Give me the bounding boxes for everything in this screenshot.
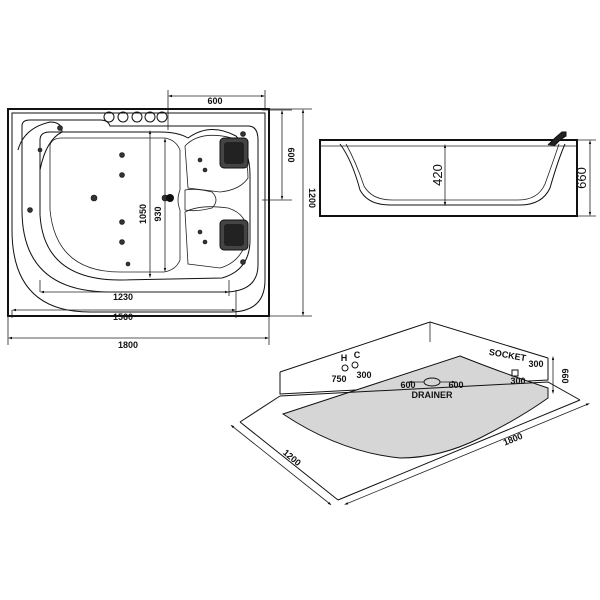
dim-1800-install: 1800 xyxy=(502,431,524,448)
dim-1560: 1560 xyxy=(113,312,133,322)
faucet-4-icon xyxy=(144,111,156,123)
drainer-label: DRAINER xyxy=(411,390,453,400)
socket-icon xyxy=(511,369,519,377)
dim-600-a: 600 xyxy=(400,380,415,390)
faucet-icon xyxy=(547,131,567,147)
dim-1050: 1050 xyxy=(138,204,148,224)
dim-1200-right: 1200 xyxy=(307,188,317,208)
jets xyxy=(27,125,246,267)
jet-icon xyxy=(27,207,33,213)
dim-660-install: 660 xyxy=(560,368,570,383)
dim-600-b: 600 xyxy=(448,380,463,390)
cold-label: C xyxy=(354,350,361,360)
faucet-2-icon xyxy=(117,111,129,123)
jet-icon xyxy=(197,157,203,163)
tub-shell-outline xyxy=(11,112,266,313)
jet-icon xyxy=(240,259,246,265)
center-armrest xyxy=(184,188,217,212)
dim-420: 420 xyxy=(430,164,445,186)
jet-icon xyxy=(119,172,125,178)
jet-icon xyxy=(37,147,43,153)
tub-corner-curve xyxy=(17,121,63,171)
jet-icon xyxy=(240,131,246,137)
faucet-1-icon xyxy=(103,111,115,123)
jet-icon xyxy=(90,194,98,202)
jet-icon xyxy=(202,239,208,245)
faucet-3-icon xyxy=(131,111,143,123)
jet-icon xyxy=(125,261,131,267)
drain-icon xyxy=(166,194,174,202)
dim-600-top: 600 xyxy=(207,96,222,106)
jet-icon xyxy=(57,125,63,131)
pillow-lower xyxy=(219,219,249,251)
install-view: H C 750 300 600 600 DRAINER SOCKET 300 3… xyxy=(230,321,590,506)
pillow-upper xyxy=(219,137,249,169)
dim-300-a: 300 xyxy=(356,370,371,380)
cold-tap-icon xyxy=(351,361,359,369)
dim-300-c: 300 xyxy=(510,376,525,386)
side-view: 420 660 xyxy=(319,131,596,217)
dim-600-right: 600 xyxy=(286,147,296,162)
jet-icon xyxy=(197,229,203,235)
tub-rim xyxy=(21,119,259,293)
tub-inner-body xyxy=(49,137,181,273)
hot-tap-icon xyxy=(341,364,349,372)
jet-icon xyxy=(202,167,208,173)
side-tub-profile xyxy=(339,143,566,206)
socket-label: SOCKET xyxy=(488,347,527,363)
jet-icon xyxy=(119,152,125,158)
wall-top-edge xyxy=(279,321,549,373)
top-view-outer-frame xyxy=(7,108,270,317)
jet-icon xyxy=(119,239,125,245)
dim-1200-install: 1200 xyxy=(281,447,303,468)
dim-1230: 1230 xyxy=(113,292,133,302)
dim-300-b: 300 xyxy=(528,359,543,369)
faucet-5-icon xyxy=(156,111,168,123)
side-view-frame xyxy=(319,139,578,217)
jet-icon xyxy=(119,219,125,225)
dim-1800: 1800 xyxy=(118,340,138,350)
top-view: 600 1230 1560 1800 600 1200 1050 930 xyxy=(7,90,317,350)
dim-930: 930 xyxy=(153,206,163,221)
hot-cold-taps: H C xyxy=(341,350,361,372)
dim-660: 660 xyxy=(574,167,589,189)
hot-label: H xyxy=(341,353,348,363)
dim-750: 750 xyxy=(331,374,346,384)
